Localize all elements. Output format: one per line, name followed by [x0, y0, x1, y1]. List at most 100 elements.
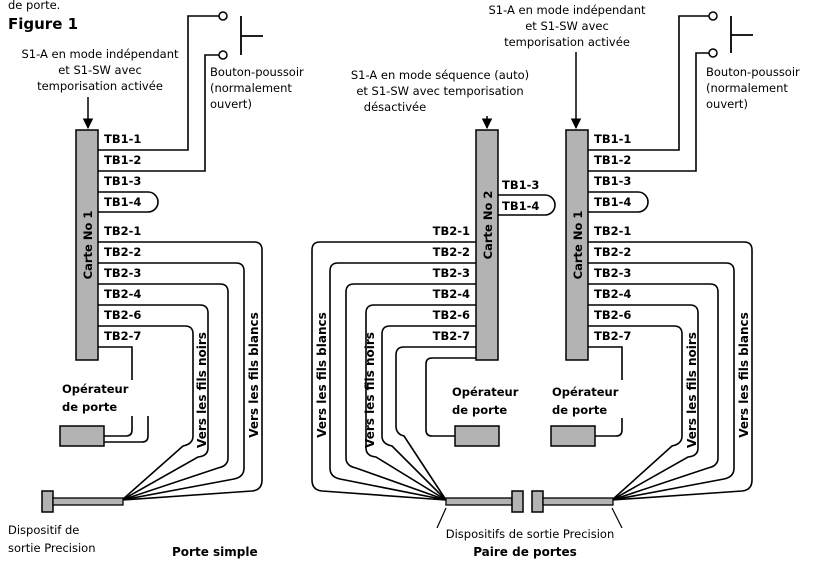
right-black-wires-label: Vers les fils noirs: [685, 332, 699, 448]
right-operator-wire: [595, 418, 623, 437]
pair-devices-leader-right: [611, 507, 623, 529]
right-tb2-1: TB2-1: [594, 224, 631, 238]
left-tb1-3: TB1-3: [104, 174, 141, 188]
right-white-wires-label: Vers les fils blancs: [737, 312, 751, 438]
left-tb2-6: TB2-6: [104, 308, 141, 322]
left-button-label-line1: Bouton-poussoir: [210, 65, 304, 79]
left-door-operator: [59, 425, 105, 447]
left-wire-tb2-4: [98, 304, 209, 501]
left-tb2-1: TB2-1: [104, 224, 141, 238]
middle-tb2-6: TB2-6: [433, 308, 470, 322]
right-wire-tb2-7: [588, 346, 623, 380]
right-tb2-4: TB2-4: [594, 287, 631, 301]
left-black-wires-label: Vers les fils noirs: [195, 332, 209, 448]
right-board-label: Carte No 1: [571, 211, 585, 280]
left-jumper-tb1-3-4: [98, 191, 159, 213]
right-tb2-7: TB2-7: [594, 329, 631, 343]
right-tb2-6: TB2-6: [594, 308, 631, 322]
left-button-label-line3: ouvert): [210, 97, 252, 111]
panel-pair-board-1: S1-A en mode indépendant et S1-SW avec t…: [489, 3, 800, 513]
middle-board-label: Carte No 2: [481, 191, 495, 260]
left-mode-note-line3: temporisation activée: [37, 79, 163, 93]
right-mode-note-line3: temporisation activée: [504, 35, 630, 49]
middle-board: [475, 129, 499, 361]
middle-wire-tb2-2: [329, 262, 476, 501]
left-board: [75, 129, 99, 361]
middle-mode-note-line3: désactivée: [364, 100, 426, 114]
header-partial-text: de porte.: [8, 0, 60, 12]
right-tb1-1: TB1-1: [594, 132, 631, 146]
middle-operator-label-line2: de porte: [452, 403, 507, 417]
left-exit-device: [41, 490, 124, 513]
left-wire-tb2-3: [98, 283, 229, 501]
left-wire-tb2-1: [98, 241, 263, 501]
right-wire-tb2-6: [588, 325, 683, 501]
right-board: [565, 129, 589, 361]
middle-exit-device: [445, 490, 524, 513]
right-tb2-3: TB2-3: [594, 266, 631, 280]
left-wire-tb2-2: [98, 262, 245, 501]
right-button-label-line3: ouvert): [706, 97, 748, 111]
middle-wire-tb2-7: [395, 346, 476, 501]
middle-jumper-tb1-3-4: [498, 194, 556, 216]
right-door-operator: [550, 425, 596, 447]
left-operator-label-line2: de porte: [62, 400, 117, 414]
right-wire-tb1-2: [588, 52, 709, 172]
middle-tb2-1: TB2-1: [433, 224, 470, 238]
left-wire-tb1-1: [98, 15, 219, 151]
panel-pair-board-2: S1-A en mode séquence (auto) et S1-SW av…: [311, 68, 556, 513]
left-tb1-4: TB1-4: [104, 195, 141, 209]
right-button-label-line2: (normalement: [706, 81, 788, 95]
left-button-label-line2: (normalement: [210, 81, 292, 95]
left-mode-note-line2: et S1-SW avec: [58, 63, 142, 77]
left-push-button: [218, 11, 263, 60]
left-white-wires-label: Vers les fils blancs: [247, 312, 261, 438]
left-caption: Porte simple: [172, 545, 258, 559]
left-board-label: Carte No 1: [81, 211, 95, 280]
right-mode-note-line2: et S1-SW avec: [525, 19, 609, 33]
middle-tb1-4: TB1-4: [502, 199, 539, 213]
middle-tb2-2: TB2-2: [433, 245, 470, 259]
left-wire-tb2-6: [98, 325, 194, 501]
left-mode-note-line1: S1-A en mode indépendant: [22, 47, 179, 61]
pair-devices-leader-left: [436, 507, 447, 529]
right-button-label-line1: Bouton-poussoir: [706, 65, 800, 79]
right-wire-tb1-1: [588, 15, 709, 151]
right-jumper-tb1-3-4: [588, 191, 649, 213]
middle-mode-note-line2: et S1-SW avec temporisation: [356, 84, 523, 98]
right-wire-tb2-1: [588, 241, 753, 501]
right-wire-tb2-2: [588, 262, 735, 501]
left-tb1-2: TB1-2: [104, 153, 141, 167]
left-device-label-line1: Dispositif de: [8, 523, 79, 537]
left-tb2-2: TB2-2: [104, 245, 141, 259]
middle-white-wires-label: Vers les fils blancs: [315, 312, 329, 438]
middle-tb2-4: TB2-4: [433, 287, 470, 301]
pair-caption: Paire de portes: [473, 545, 577, 559]
panel-single-door: S1-A en mode indépendant et S1-SW avec t…: [8, 11, 304, 559]
middle-black-wires-label: Vers les fils noirs: [363, 332, 377, 448]
middle-mode-note-line1: S1-A en mode séquence (auto): [351, 68, 529, 82]
left-tb1-1: TB1-1: [104, 132, 141, 146]
middle-operator-label-line1: Opérateur: [452, 385, 519, 399]
middle-wire-tb2-1: [311, 241, 476, 501]
right-wire-tb2-3: [588, 283, 719, 501]
left-device-label-line2: sortie Precision: [8, 541, 96, 555]
right-operator-label-line2: de porte: [552, 403, 607, 417]
figure-title: Figure 1: [8, 15, 78, 33]
right-tb2-2: TB2-2: [594, 245, 631, 259]
left-operator-wire-a: [104, 416, 133, 437]
middle-operator-wire: [425, 357, 476, 437]
middle-door-operator: [454, 425, 500, 447]
middle-tb2-3: TB2-3: [433, 266, 470, 280]
middle-tb2-7: TB2-7: [433, 329, 470, 343]
right-push-button: [708, 11, 753, 58]
right-exit-device: [531, 490, 614, 513]
right-wire-tb2-4: [588, 304, 699, 501]
right-tb1-2: TB1-2: [594, 153, 631, 167]
left-wire-tb1-2: [98, 54, 219, 172]
right-mode-note-line1: S1-A en mode indépendant: [489, 3, 646, 17]
left-operator-label-line1: Opérateur: [62, 382, 129, 396]
middle-tb1-3: TB1-3: [502, 178, 539, 192]
middle-wire-tb2-3: [345, 283, 476, 501]
